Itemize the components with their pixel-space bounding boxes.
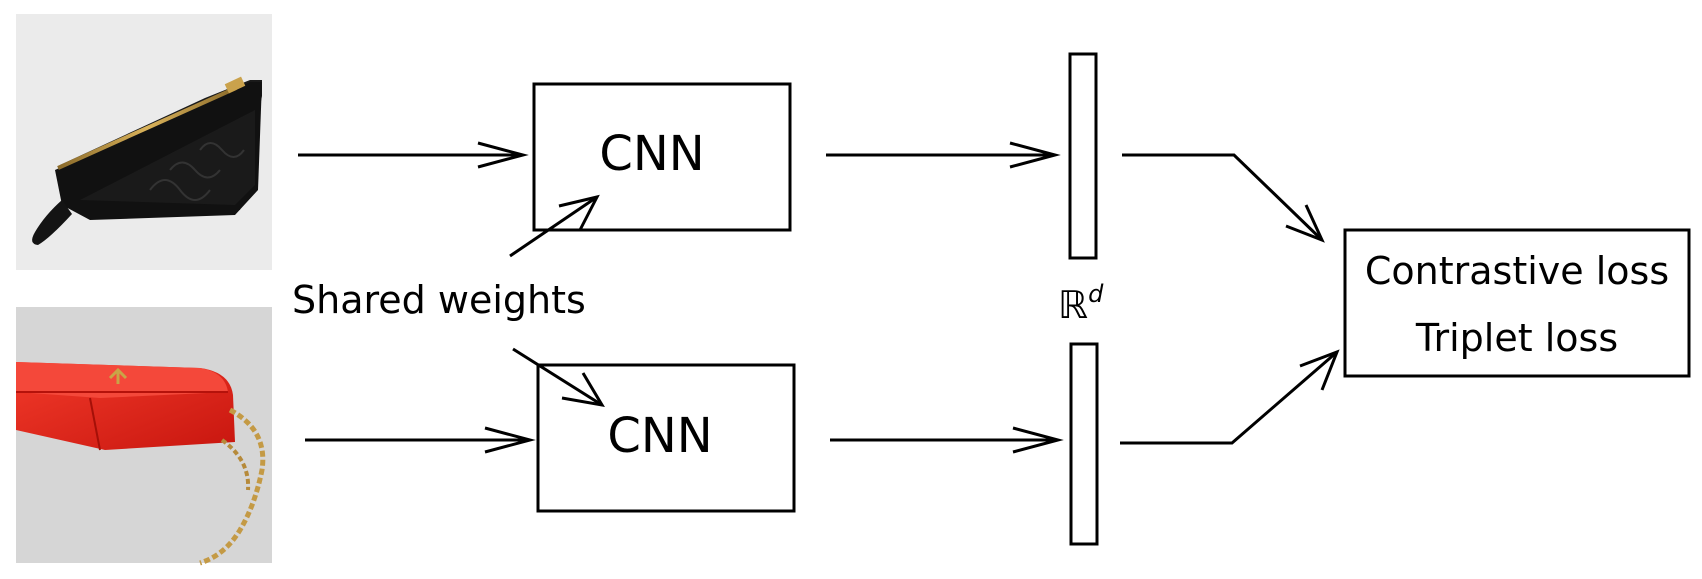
shared-arrow-down bbox=[512, 347, 603, 407]
top-image-clutch bbox=[16, 14, 272, 270]
bottom-image-red-bag bbox=[16, 307, 272, 566]
shared-weights-arrows bbox=[509, 194, 605, 408]
cnn-box-bottom bbox=[536, 363, 796, 513]
embedding-vector-top bbox=[1068, 52, 1098, 260]
real-number-symbol: ℝ bbox=[1058, 283, 1088, 327]
bottom-branch bbox=[305, 342, 1340, 546]
cnn-label-bottom: CNN bbox=[607, 408, 712, 464]
triplet-loss-label: Triplet loss bbox=[1415, 316, 1618, 360]
shared-weights-label: Shared weights bbox=[292, 278, 586, 322]
shared-arrow-up bbox=[509, 195, 598, 258]
top-branch bbox=[298, 52, 1325, 260]
embedding-space-label: ℝd bbox=[1058, 280, 1104, 327]
embedding-vector-bottom bbox=[1069, 342, 1099, 546]
dimension-superscript: d bbox=[1088, 280, 1104, 308]
loss-box bbox=[1343, 228, 1691, 378]
arrow-embedding-to-loss-bottom bbox=[1120, 350, 1338, 445]
cnn-label-top: CNN bbox=[599, 126, 704, 182]
contrastive-loss-label: Contrastive loss bbox=[1365, 249, 1669, 293]
cnn-box-top bbox=[532, 82, 792, 232]
arrow-embedding-to-loss-top bbox=[1122, 153, 1324, 242]
